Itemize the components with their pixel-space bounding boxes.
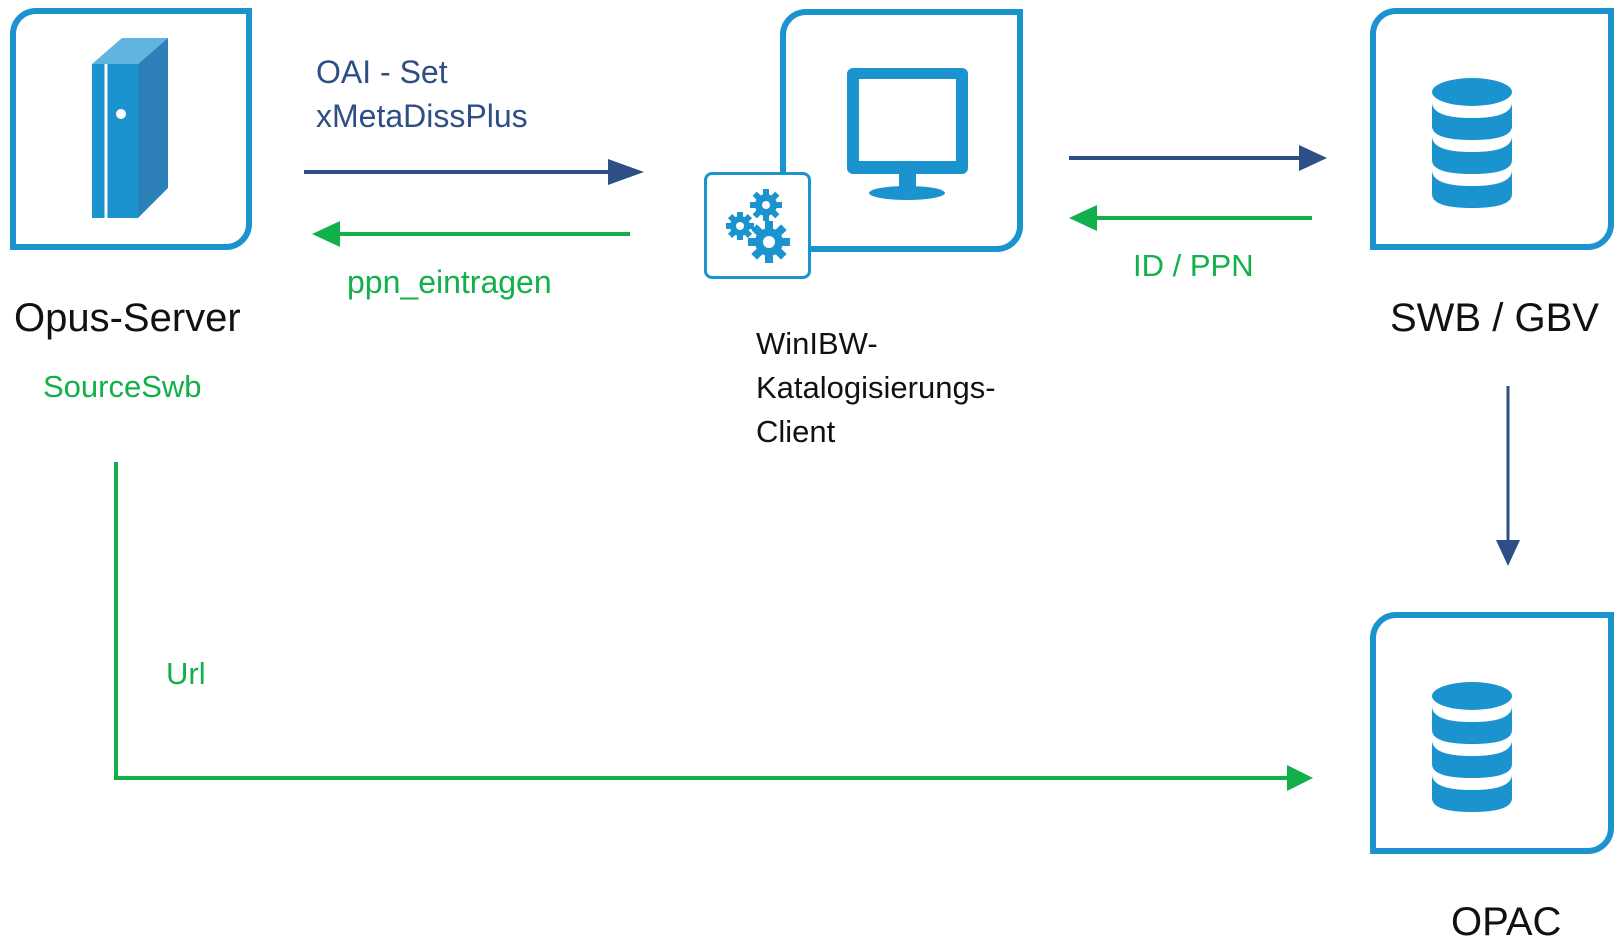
xmetadissplus-label: xMetaDissPlus	[316, 98, 528, 134]
opac-node	[1370, 612, 1614, 854]
winibw-label-line-1: WinIBW-	[756, 326, 878, 361]
database-icon	[1432, 78, 1512, 208]
opus-server-node	[10, 8, 252, 250]
gears-icon	[726, 189, 790, 263]
ppn-eintragen-label: ppn_eintragen	[347, 264, 552, 300]
source-swb-label: SourceSwb	[43, 369, 202, 404]
database-icon	[1432, 682, 1512, 812]
swb-gbv-node	[1370, 8, 1614, 250]
winibw-client-node	[780, 9, 1023, 252]
arrow-id-ppn	[1069, 205, 1312, 231]
arrow-url-to-opac	[114, 462, 1313, 791]
arrow-ppn-eintragen	[312, 221, 630, 247]
monitor-icon	[847, 68, 968, 200]
server-tower-icon	[92, 38, 168, 218]
id-ppn-label: ID / PPN	[1133, 248, 1254, 283]
arrow-oai-to-winibw	[304, 159, 644, 185]
opac-label: OPAC	[1451, 900, 1562, 944]
url-label: Url	[166, 656, 206, 691]
arrow-swb-to-opac	[1496, 386, 1520, 566]
winibw-label-line-3: Client	[756, 414, 836, 449]
swb-gbv-label: SWB / GBV	[1390, 296, 1599, 340]
arrow-winibw-to-swb	[1069, 145, 1327, 171]
opus-server-label: Opus-Server	[14, 296, 241, 340]
oai-set-label: OAI - Set	[316, 54, 448, 90]
gears-badge	[704, 172, 811, 279]
winibw-label-line-2: Katalogisierungs-	[756, 370, 996, 405]
